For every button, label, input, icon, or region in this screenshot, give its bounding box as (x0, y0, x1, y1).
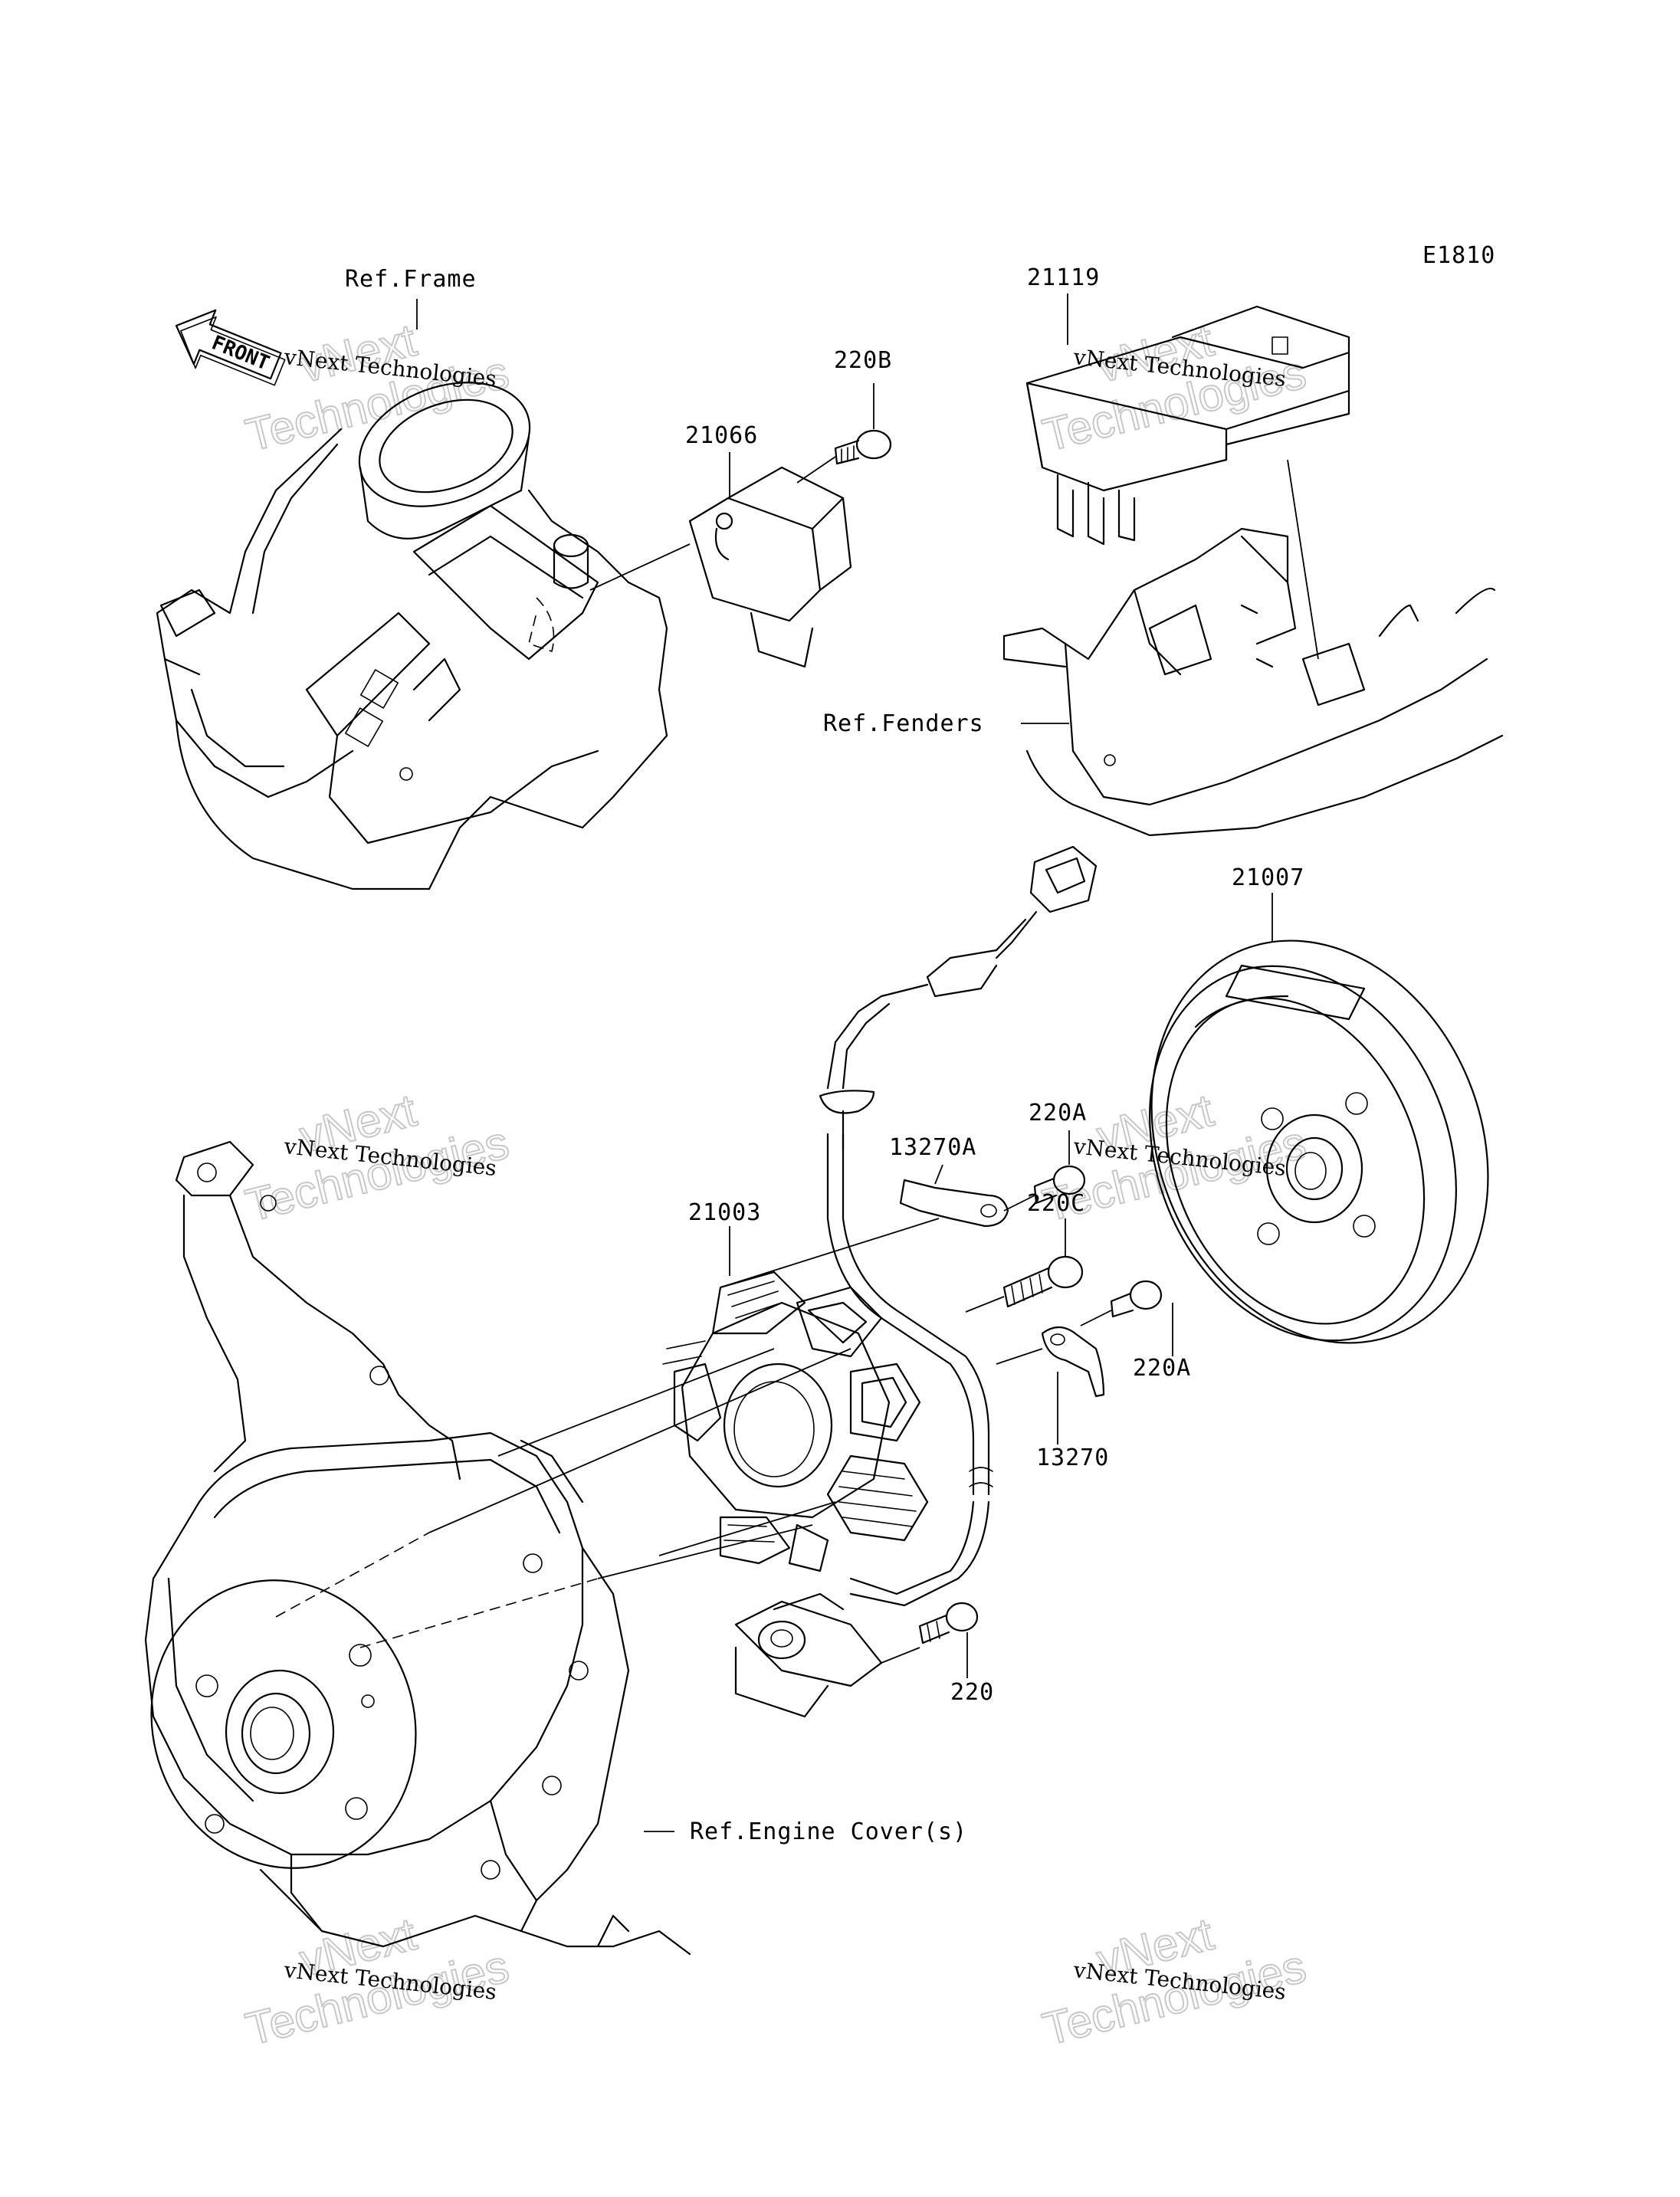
watermark-group: vNext Technologies vNext Technologies vN… (240, 313, 1311, 2056)
frame-assembly (156, 382, 691, 890)
part-label[interactable]: 13270A (889, 1134, 976, 1161)
part-220a-low-bolt (1080, 1280, 1173, 1356)
part-label[interactable]: 21003 (688, 1199, 761, 1226)
part-220c-bolt (965, 1255, 1084, 1313)
ref-engine-cover-label: Ref.Engine Cover(s) (690, 1818, 967, 1845)
part-21003-stator (662, 1271, 929, 1572)
part-label[interactable]: 220A (1029, 1100, 1087, 1126)
front-arrow-icon: FRONT (175, 309, 286, 386)
part-label[interactable]: 13270 (1036, 1444, 1109, 1471)
part-label[interactable]: 220B (834, 347, 892, 374)
part-21066-cdi-unit (688, 466, 852, 668)
part-13270-bracket (996, 1326, 1105, 1444)
part-21119-regulator (1025, 305, 1350, 546)
part-220-bolt (918, 1602, 979, 1644)
part-220a-top-bolt (1003, 1165, 1086, 1212)
wire-harness (819, 845, 1098, 1607)
diagram-code: E1810 (1422, 242, 1495, 269)
part-label[interactable]: 21119 (1027, 264, 1100, 291)
fenders-assembly (1002, 459, 1504, 837)
part-13270a-bracket (720, 1164, 1009, 1288)
part-label[interactable]: 220A (1133, 1355, 1191, 1382)
ref-frame-label: Ref.Frame (345, 266, 477, 293)
part-label[interactable]: 220 (950, 1679, 994, 1706)
part-label[interactable]: 21007 (1232, 864, 1304, 891)
front-label: FRONT (208, 331, 273, 375)
engine-cover-assembly (144, 1140, 851, 1956)
pickup-coil (734, 1592, 920, 1718)
part-label[interactable]: 220C (1027, 1190, 1085, 1217)
part-220b-bolt (796, 429, 892, 484)
part-label[interactable]: 21066 (685, 422, 758, 449)
part-21007-flywheel (1149, 939, 1489, 1344)
ref-fenders-label: Ref.Fenders (823, 710, 984, 737)
